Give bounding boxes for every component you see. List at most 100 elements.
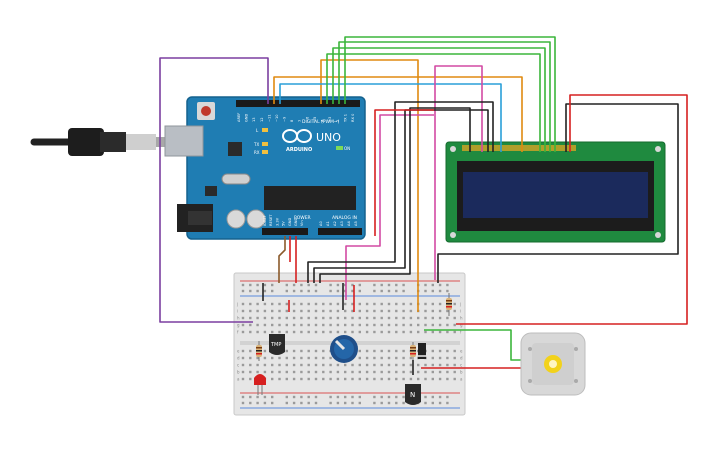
breadboard-hole[interactable]	[314, 309, 318, 313]
potentiometer[interactable]	[330, 335, 358, 363]
breadboard-hole[interactable]	[263, 283, 267, 287]
breadboard-hole[interactable]	[271, 323, 274, 327]
breadboard-hole[interactable]	[438, 316, 442, 320]
breadboard-hole[interactable]	[336, 323, 340, 327]
breadboard-hole[interactable]	[271, 330, 274, 334]
breadboard-hole[interactable]	[453, 330, 456, 334]
breadboard-hole[interactable]	[446, 289, 449, 293]
breadboard-hole[interactable]	[380, 309, 383, 313]
breadboard-hole[interactable]	[365, 377, 369, 381]
breadboard-hole[interactable]	[417, 363, 420, 367]
resistor[interactable]	[446, 293, 452, 316]
breadboard-hole[interactable]	[278, 323, 281, 327]
breadboard-hole[interactable]	[402, 316, 405, 320]
breadboard-hole[interactable]	[402, 289, 405, 293]
breadboard-hole[interactable]	[241, 349, 245, 353]
breadboard-hole[interactable]	[402, 330, 405, 334]
breadboard-hole[interactable]	[300, 356, 303, 360]
breadboard-hole[interactable]	[438, 363, 442, 367]
breadboard-hole[interactable]	[446, 330, 449, 334]
breadboard-hole[interactable]	[344, 309, 347, 313]
breadboard-hole[interactable]	[380, 316, 383, 320]
breadboard-hole[interactable]	[453, 302, 456, 306]
breadboard-hole[interactable]	[249, 289, 252, 293]
breadboard-hole[interactable]	[329, 289, 332, 293]
breadboard-hole[interactable]	[402, 283, 405, 287]
breadboard-hole[interactable]	[336, 370, 340, 374]
breadboard-hole[interactable]	[278, 370, 281, 374]
breadboard-hole[interactable]	[307, 289, 310, 293]
breadboard-hole[interactable]	[241, 283, 245, 287]
breadboard-hole[interactable]	[402, 356, 405, 360]
breadboard-hole[interactable]	[285, 401, 288, 405]
breadboard-hole[interactable]	[249, 302, 252, 306]
breadboard-hole[interactable]	[358, 370, 361, 374]
breadboard-hole[interactable]	[278, 309, 281, 313]
breadboard-hole[interactable]	[307, 395, 310, 399]
breadboard-hole[interactable]	[373, 401, 376, 405]
breadboard-hole[interactable]	[271, 395, 274, 399]
breadboard-hole[interactable]	[285, 363, 288, 367]
breadboard-hole[interactable]	[453, 356, 456, 360]
breadboard-hole[interactable]	[300, 323, 303, 327]
breadboard-hole[interactable]	[365, 363, 369, 367]
breadboard-hole[interactable]	[271, 370, 274, 374]
breadboard-hole[interactable]	[329, 309, 332, 313]
breadboard-hole[interactable]	[402, 363, 405, 367]
breadboard-hole[interactable]	[278, 363, 281, 367]
breadboard-hole[interactable]	[358, 377, 361, 381]
breadboard-hole[interactable]	[249, 363, 252, 367]
breadboard-hole[interactable]	[314, 323, 318, 327]
breadboard-hole[interactable]	[431, 363, 434, 367]
breadboard-hole[interactable]	[300, 289, 303, 293]
breadboard-hole[interactable]	[387, 323, 391, 327]
breadboard-hole[interactable]	[409, 302, 413, 306]
breadboard-hole[interactable]	[424, 323, 427, 327]
breadboard-hole[interactable]	[249, 323, 252, 327]
breadboard-hole[interactable]	[387, 330, 391, 334]
breadboard-hole[interactable]	[278, 356, 281, 360]
breadboard-hole[interactable]	[285, 289, 288, 293]
breadboard-hole[interactable]	[395, 363, 398, 367]
breadboard-hole[interactable]	[300, 370, 303, 374]
breadboard-hole[interactable]	[431, 323, 434, 327]
breadboard-hole[interactable]	[263, 363, 267, 367]
breadboard-hole[interactable]	[263, 370, 267, 374]
breadboard-hole[interactable]	[278, 316, 281, 320]
breadboard-hole[interactable]	[387, 309, 391, 313]
breadboard-hole[interactable]	[263, 330, 267, 334]
breadboard-hole[interactable]	[285, 377, 288, 381]
breadboard-hole[interactable]	[256, 309, 259, 313]
breadboard-hole[interactable]	[358, 283, 361, 287]
breadboard-hole[interactable]	[249, 377, 252, 381]
breadboard-hole[interactable]	[292, 323, 296, 327]
breadboard-hole[interactable]	[365, 323, 369, 327]
breadboard-hole[interactable]	[453, 363, 456, 367]
breadboard-hole[interactable]	[241, 377, 245, 381]
breadboard-hole[interactable]	[409, 370, 413, 374]
breadboard-hole[interactable]	[271, 316, 274, 320]
breadboard-hole[interactable]	[344, 401, 347, 405]
breadboard-hole[interactable]	[431, 283, 434, 287]
breadboard-hole[interactable]	[424, 395, 427, 399]
breadboard-hole[interactable]	[263, 316, 267, 320]
breadboard-hole[interactable]	[263, 289, 267, 293]
breadboard-hole[interactable]	[336, 330, 340, 334]
breadboard-hole[interactable]	[322, 302, 325, 306]
breadboard-hole[interactable]	[322, 309, 325, 313]
breadboard-hole[interactable]	[387, 356, 391, 360]
breadboard-hole[interactable]	[271, 363, 274, 367]
breadboard-hole[interactable]	[241, 309, 245, 313]
breadboard-hole[interactable]	[314, 356, 318, 360]
breadboard-hole[interactable]	[300, 309, 303, 313]
breadboard-hole[interactable]	[417, 377, 420, 381]
breadboard-hole[interactable]	[358, 309, 361, 313]
breadboard-hole[interactable]	[380, 370, 383, 374]
breadboard-hole[interactable]	[256, 289, 259, 293]
breadboard-hole[interactable]	[307, 309, 310, 313]
breadboard-hole[interactable]	[395, 309, 398, 313]
breadboard-hole[interactable]	[424, 370, 427, 374]
breadboard-hole[interactable]	[351, 395, 354, 399]
breadboard-hole[interactable]	[249, 395, 252, 399]
breadboard-hole[interactable]	[431, 377, 434, 381]
